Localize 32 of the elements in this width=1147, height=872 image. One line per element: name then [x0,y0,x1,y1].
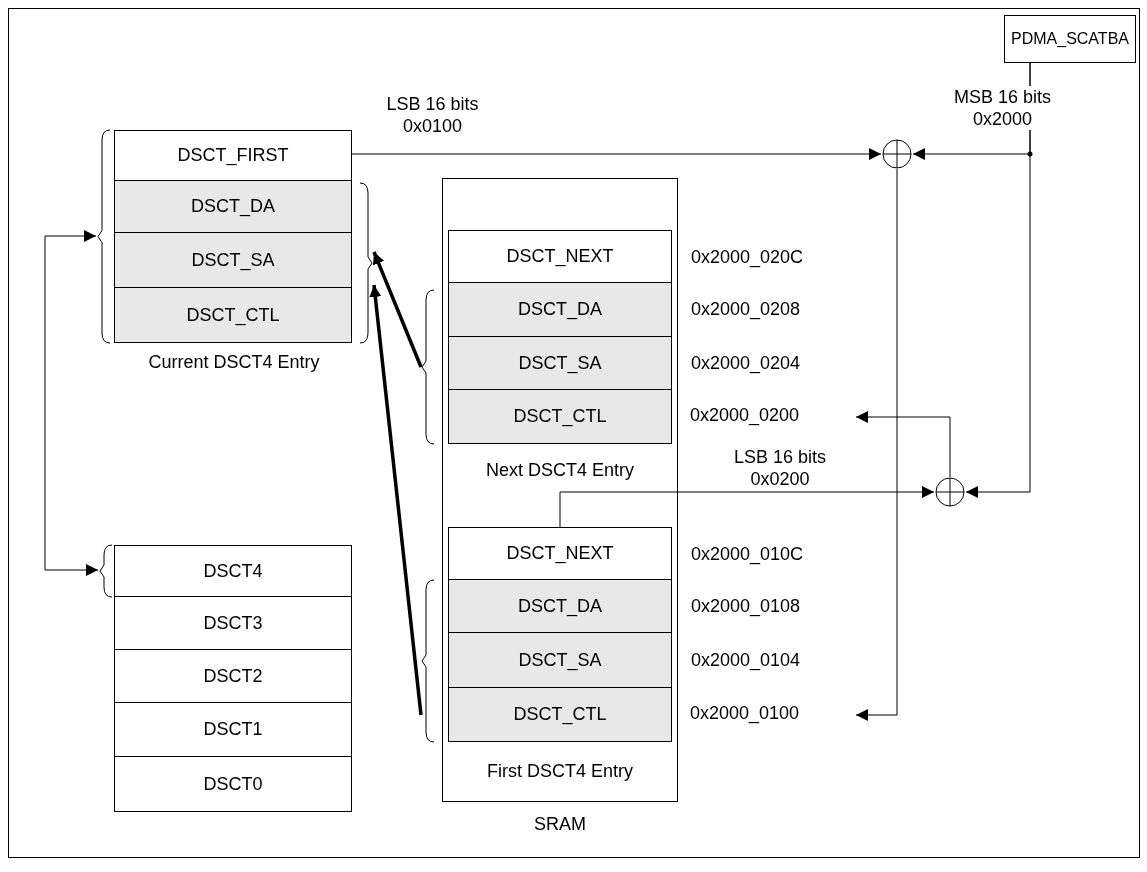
entry-label: First DSCT4 Entry [486,761,634,783]
address-label: 0x2000_0208 [691,299,801,320]
address-label: 0x2000_0204 [691,352,801,374]
register-row: DSCT1 [114,703,352,757]
address-label: 0x2000_020C [691,246,804,268]
address-label: 0x2000_010C [691,543,804,565]
register-row: DSCT_CTL [448,688,672,742]
register-row: DSCT_FIRST [114,130,352,181]
entry-label: SRAM [533,814,587,836]
register-row: DSCT_SA [114,233,352,288]
address-label: 0x2000_0100 [690,703,850,727]
address-label: 0x2000_0200 [690,405,850,429]
arrow [44,230,99,576]
register-row: DSCT4 [114,545,352,597]
arrow [351,148,882,160]
arrow [965,62,1031,498]
entry-label: Current DSCT4 Entry [147,352,321,374]
register-row: DSCT_DA [114,181,352,233]
arrow [855,168,898,721]
entry-label: Next DSCT4 Entry [484,460,635,482]
register-row: DSCT2 [114,650,352,703]
arrow [559,486,935,528]
arrow [855,411,951,478]
register-row: DSCT3 [114,597,352,650]
arrow [369,284,423,716]
address-label: 0x2000_0108 [691,595,801,617]
register-row: DSCT_CTL [114,288,352,343]
register-row: DSCT0 [114,757,352,812]
address-label: 0x2000_0104 [691,649,801,671]
register-row: DSCT_CTL [448,390,672,444]
register-box: PDMA_SCATBA [1004,15,1136,63]
arrow [372,251,423,368]
